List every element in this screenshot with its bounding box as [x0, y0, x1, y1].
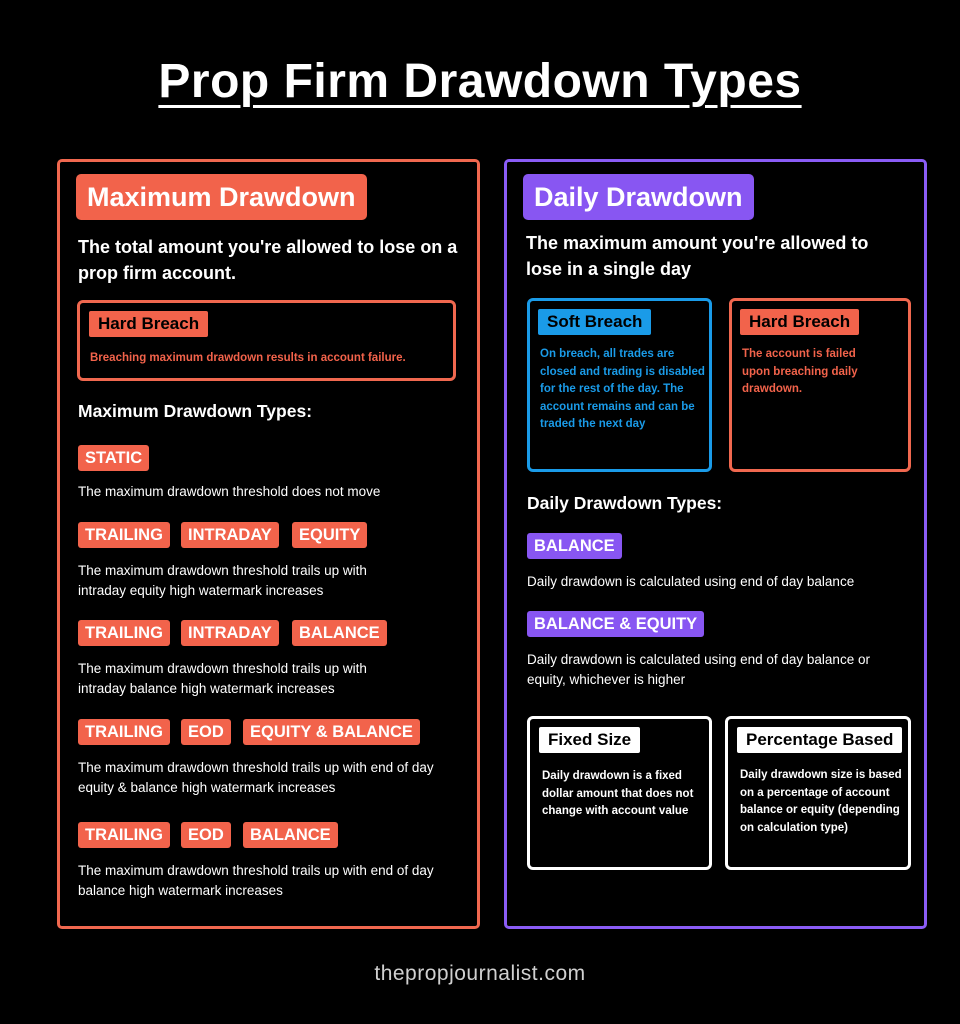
maximum-drawdown-heading: Maximum Drawdown	[76, 174, 367, 220]
percentage-based-box: Percentage Based Daily drawdown size is …	[725, 716, 911, 870]
soft-breach-tag: Soft Breach	[538, 309, 652, 335]
pill-static: STATIC	[78, 445, 150, 471]
pill-equity-and-balance: EQUITY & BALANCE	[243, 719, 420, 745]
daily-drawdown-panel	[504, 159, 927, 929]
type-static-text: The maximum drawdown threshold does not …	[78, 484, 381, 499]
hard-breach-box-daily: Hard Breach The account is failed upon b…	[729, 298, 911, 472]
hard-breach-text: Breaching maximum drawdown results in ac…	[90, 352, 406, 364]
type-trailing-eod-equity-balance-text: The maximum drawdown threshold trails up…	[78, 760, 434, 795]
soft-breach-box: Soft Breach On breach, all trades are cl…	[527, 298, 712, 472]
hard-breach-tag: Hard Breach	[740, 309, 860, 335]
pill-eod: EOD	[181, 822, 231, 848]
maximum-drawdown-panel	[57, 159, 480, 929]
percentage-based-text: Daily drawdown size is based on a percen…	[740, 769, 902, 834]
maximum-drawdown-types-title: Maximum Drawdown Types:	[78, 401, 313, 421]
pill-trailing: TRAILING	[78, 620, 170, 646]
hard-breach-daily-text: The account is failed upon breaching dai…	[742, 348, 858, 395]
type-trailing-intraday-equity-text: The maximum drawdown threshold trails up…	[78, 563, 367, 598]
soft-breach-text: On breach, all trades are closed and tra…	[540, 348, 705, 430]
pill-balance: BALANCE	[243, 822, 338, 848]
pill-trailing: TRAILING	[78, 822, 170, 848]
pill-daily-balance: BALANCE	[527, 533, 622, 559]
pill-trailing: TRAILING	[78, 719, 170, 745]
pill-eod: EOD	[181, 719, 231, 745]
pill-equity: EQUITY	[292, 522, 368, 548]
page-title: Prop Firm Drawdown Types	[158, 55, 802, 108]
daily-drawdown-heading: Daily Drawdown	[523, 174, 754, 220]
hard-breach-box-max: Hard Breach Breaching maximum drawdown r…	[77, 300, 456, 381]
hard-breach-tag: Hard Breach	[89, 311, 209, 337]
pill-trailing: TRAILING	[78, 522, 170, 548]
daily-balance-text: Daily drawdown is calculated using end o…	[527, 574, 855, 589]
site-url: thepropjournalist.com	[374, 962, 586, 985]
fixed-size-tag: Fixed Size	[539, 727, 641, 753]
maximum-drawdown-description: The total amount you're allowed to lose …	[78, 237, 458, 283]
fixed-size-box: Fixed Size Daily drawdown is a fixed dol…	[527, 716, 712, 870]
pill-intraday: INTRADAY	[181, 522, 279, 548]
pill-daily-balance-and-equity: BALANCE & EQUITY	[527, 611, 705, 637]
type-trailing-intraday-balance-text: The maximum drawdown threshold trails up…	[78, 661, 367, 696]
daily-drawdown-types-title: Daily Drawdown Types:	[527, 493, 723, 513]
percentage-based-tag: Percentage Based	[737, 727, 903, 753]
pill-balance: BALANCE	[292, 620, 387, 646]
fixed-size-text: Daily drawdown is a fixed dollar amount …	[542, 770, 694, 817]
daily-drawdown-description: The maximum amount you're allowed to los…	[526, 233, 869, 279]
daily-balance-equity-text: Daily drawdown is calculated using end o…	[527, 652, 870, 687]
type-trailing-eod-balance-text: The maximum drawdown threshold trails up…	[78, 863, 434, 898]
pill-intraday: INTRADAY	[181, 620, 279, 646]
